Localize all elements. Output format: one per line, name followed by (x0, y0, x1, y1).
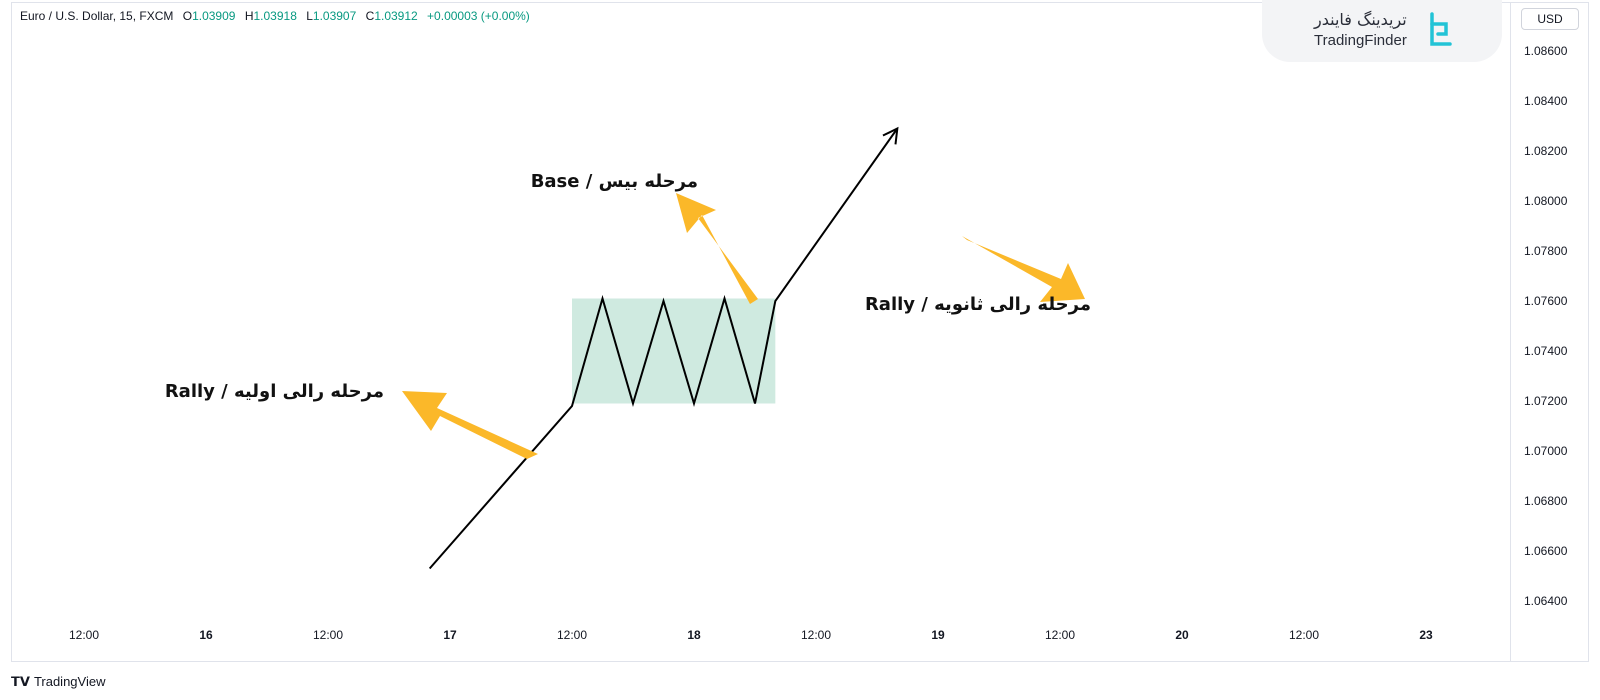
price-tick-label: 1.08000 (1524, 194, 1568, 208)
price-tick-label: 1.08200 (1524, 144, 1568, 158)
price-arrowhead (882, 126, 899, 145)
time-tick-label: 12:00 (801, 628, 831, 642)
time-tick-label: 12:00 (1045, 628, 1075, 642)
brand-name-en: TradingFinder (1314, 32, 1407, 49)
rally-initial-arrow (402, 391, 538, 459)
chart-frame (11, 2, 1589, 662)
rally-secondary-arrow (962, 236, 1085, 302)
base-arrow (676, 193, 758, 304)
price-axis-separator (1510, 2, 1511, 662)
low-value: 1.03907 (312, 9, 357, 23)
open-label: O (182, 9, 193, 23)
base-zone (572, 298, 776, 404)
time-tick-label: 20 (1175, 628, 1189, 642)
time-tick-label: 12:00 (69, 628, 99, 642)
change-value: +0.00003 (+0.00%) (427, 9, 530, 23)
time-tick-label: 19 (931, 628, 945, 642)
time-tick-label: 12:00 (557, 628, 587, 642)
close-label: C (365, 9, 375, 23)
time-tick-label: 16 (199, 628, 213, 642)
price-tick-label: 1.07400 (1524, 344, 1568, 358)
currency-button[interactable]: USD (1521, 8, 1579, 30)
time-tick-label: 12:00 (313, 628, 343, 642)
symbol-legend: Euro / U.S. Dollar, 15, FXCM O1.03909 H1… (20, 9, 530, 23)
symbol-title[interactable]: Euro / U.S. Dollar, 15, FXCM (20, 9, 174, 23)
price-tick-label: 1.07800 (1524, 244, 1568, 258)
price-tick-label: 1.07200 (1524, 394, 1568, 408)
brand-name-fa: تریدینگ فایندر (1314, 10, 1407, 29)
close-value: 1.03912 (374, 9, 418, 23)
high-value: 1.03918 (253, 9, 297, 23)
price-line (428, 127, 899, 570)
price-tick-label: 1.06800 (1524, 494, 1568, 508)
open-value: 1.03909 (192, 9, 236, 23)
rally-initial-label: Rally / مرحله رالی اولیه (165, 381, 384, 402)
price-tick-label: 1.07000 (1524, 444, 1568, 458)
price-tick-label: 1.08600 (1524, 44, 1568, 58)
rally-secondary-label: مرحله رالی ثانویه / Rally (865, 294, 1091, 315)
brand-watermark (1262, 0, 1502, 62)
high-label: H (244, 9, 254, 23)
price-tick-label: 1.06400 (1524, 594, 1568, 608)
time-axis[interactable]: 12:00 16 12:00 17 12:00 18 12:00 19 12:00 20 12:00… (69, 628, 1433, 642)
base-label: Base / مرحله بیس (531, 171, 698, 192)
tradingfinder-logo-icon (1430, 12, 1452, 46)
low-label: L (306, 9, 313, 23)
time-tick-label: 18 (687, 628, 701, 642)
price-tick-label: 1.06600 (1524, 544, 1568, 558)
tradingview-label: TradingView (33, 674, 106, 689)
price-tick-label: 1.07600 (1524, 294, 1568, 308)
price-axis[interactable]: 1.08600 1.08400 1.08200 1.08000 1.07800 1.076… (1524, 44, 1568, 608)
time-tick-label: 17 (443, 628, 457, 642)
time-tick-label: 23 (1419, 628, 1433, 642)
tradingview-logo-icon: 𝗧𝗩 (11, 674, 30, 689)
price-tick-label: 1.08400 (1524, 94, 1568, 108)
time-tick-label: 12:00 (1289, 628, 1319, 642)
